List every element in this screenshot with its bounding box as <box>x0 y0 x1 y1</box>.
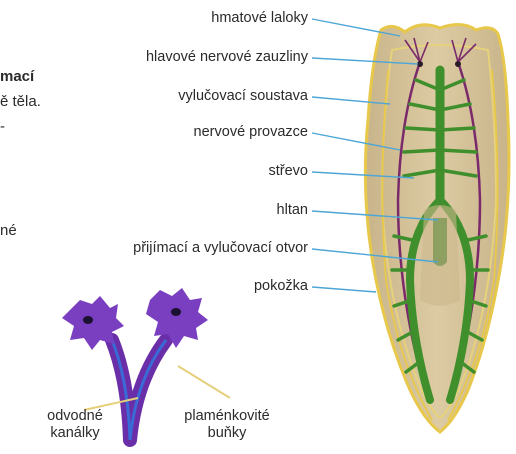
pharynx-cavity <box>420 205 460 306</box>
flame-cell-left-nucleus <box>83 316 93 324</box>
label-hltan: hltan <box>277 202 308 219</box>
caption-odvodne-line1: odvodné <box>30 408 120 425</box>
label-hlavove-nervove-zauzliny: hlavové nervové zauzliny <box>146 49 308 66</box>
label-pokozka: pokožka <box>254 278 308 295</box>
leader-pokozka <box>312 287 376 292</box>
ganglion-right <box>455 61 461 67</box>
label-hmatove-laloky: hmatové laloky <box>211 10 308 27</box>
label-prijimaci-vylucovaci-otvor: přijímací a vylučovací otvor <box>133 240 308 257</box>
label-strevo: střevo <box>269 163 309 180</box>
caption-odvodne-kanalky: odvodné kanálky <box>30 408 120 442</box>
inset-leader-right <box>178 366 230 398</box>
caption-odvodne-line2: kanálky <box>30 425 120 442</box>
flame-cell-right <box>146 288 208 348</box>
caption-plamenkovite-bunky: plaménkovité buňky <box>172 408 282 442</box>
flame-cell-right-nucleus <box>171 308 181 316</box>
caption-plamenkovite-line1: plaménkovité <box>172 408 282 425</box>
caption-plamenkovite-line2: buňky <box>172 425 282 442</box>
label-vylucovaci-soustava: vylučovací soustava <box>178 88 308 105</box>
label-nervove-provazce: nervové provazce <box>194 124 308 141</box>
